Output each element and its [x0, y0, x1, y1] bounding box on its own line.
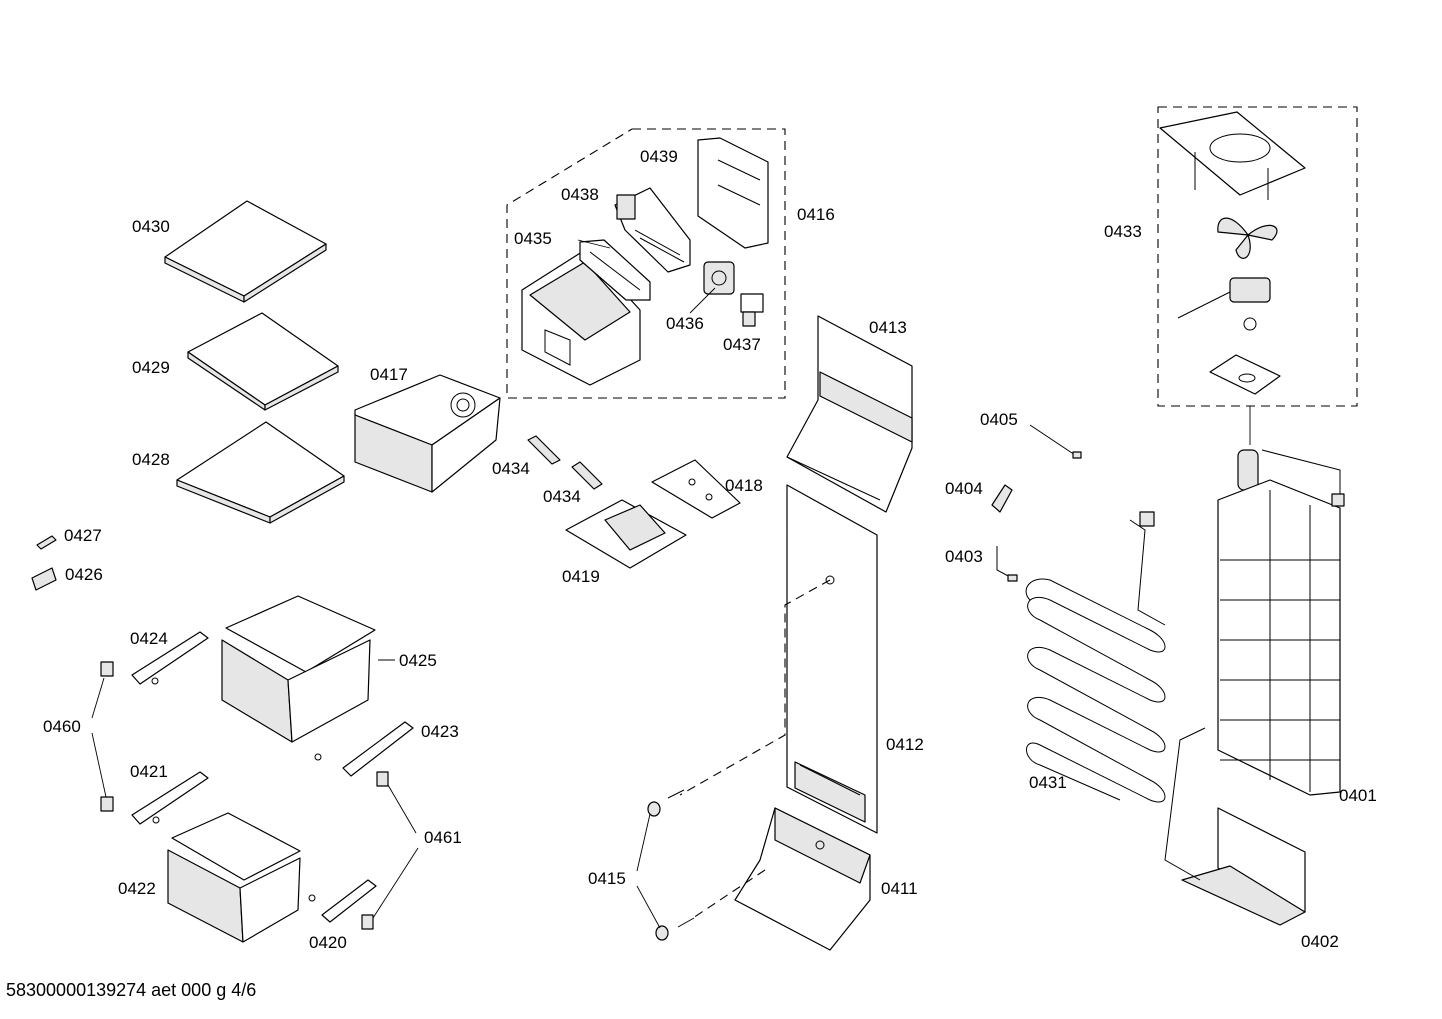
label-0421: 0421 [130, 762, 168, 781]
label-0426: 0426 [65, 565, 103, 584]
label-0428: 0428 [132, 450, 170, 469]
label-0437: 0437 [723, 335, 761, 354]
label-0461: 0461 [424, 828, 462, 847]
label-0413: 0413 [869, 318, 907, 337]
evaporator-0401 [1217, 449, 1345, 796]
label-0433: 0433 [1104, 222, 1142, 241]
shelf-0429 [187, 312, 339, 411]
fan-assembly-0433 [1159, 111, 1306, 395]
slide-0420 [308, 879, 377, 923]
label-0434-b: 0434 [543, 487, 581, 506]
label-0411: 0411 [881, 879, 918, 898]
leader-lines [91, 239, 716, 929]
sensor-0403 [996, 546, 1018, 582]
label-0415: 0415 [588, 869, 626, 888]
heater-coil-0431 [1025, 511, 1166, 803]
clip-0404 [991, 484, 1013, 513]
label-0405: 0405 [980, 410, 1018, 429]
label-0436: 0436 [666, 314, 704, 333]
label-0430: 0430 [132, 217, 170, 236]
label-0417: 0417 [370, 365, 408, 384]
label-0403: 0403 [945, 547, 983, 566]
label-0431: 0431 [1029, 773, 1067, 792]
part-0427 [36, 535, 57, 550]
label-0427: 0427 [64, 526, 102, 545]
label-0404: 0404 [945, 479, 983, 498]
label-0416: 0416 [797, 205, 835, 224]
sensor-0405 [1029, 424, 1082, 459]
assembly-line-0411 [689, 869, 766, 921]
drawer-0425 [221, 595, 376, 743]
assembly-line-0412 [679, 579, 831, 796]
label-0401: 0401 [1339, 786, 1377, 805]
label-0429: 0429 [132, 358, 170, 377]
label-0460: 0460 [43, 717, 81, 736]
label-0435: 0435 [514, 229, 552, 248]
upper-panel-0413 [786, 315, 913, 513]
ice-maker-cover-0439 [697, 137, 769, 249]
fastener-0415 [647, 789, 695, 941]
motor-0436 [703, 261, 735, 295]
slide-0421 [131, 771, 209, 825]
valve-0437 [740, 293, 764, 327]
label-0418: 0418 [725, 476, 763, 495]
part-0426 [31, 567, 57, 591]
clip-0460 [100, 661, 114, 812]
label-0412: 0412 [886, 735, 924, 754]
connector-0434a [527, 435, 561, 465]
label-0422: 0422 [118, 879, 156, 898]
shelf-0430 [164, 200, 327, 303]
label-0434-a: 0434 [492, 459, 530, 478]
connector-0434b [571, 461, 603, 490]
label-0419: 0419 [562, 567, 600, 586]
label-0425: 0425 [399, 651, 437, 670]
label-0402: 0402 [1301, 932, 1339, 951]
document-id: 58300000139274 aet 000 g 4/6 [6, 980, 257, 1000]
drain-tray-0402 [1164, 727, 1306, 926]
drawer-0422 [167, 812, 301, 943]
part-labels: 0430 0429 0428 0427 0426 0424 0425 0460 … [43, 147, 1377, 952]
filter-plate-0419 [565, 499, 687, 569]
group-boundary-0433 [1157, 106, 1358, 407]
trim-0435 [579, 239, 651, 301]
slide-0424 [131, 631, 209, 685]
shelf-0428 [176, 421, 345, 524]
label-0420: 0420 [309, 933, 347, 952]
group-boundary-0416 [506, 128, 786, 399]
label-0438: 0438 [561, 185, 599, 204]
cover-plate-0418 [651, 459, 741, 519]
label-0423: 0423 [421, 722, 459, 741]
slide-0423 [314, 721, 414, 777]
rear-panel-0412 [786, 484, 878, 834]
clip-0461 [361, 771, 389, 930]
lower-cover-0411 [734, 807, 871, 951]
ice-maker-0438 [614, 187, 691, 273]
ice-bucket-0417 [354, 374, 501, 493]
label-0439: 0439 [640, 147, 678, 166]
label-0424: 0424 [130, 629, 168, 648]
